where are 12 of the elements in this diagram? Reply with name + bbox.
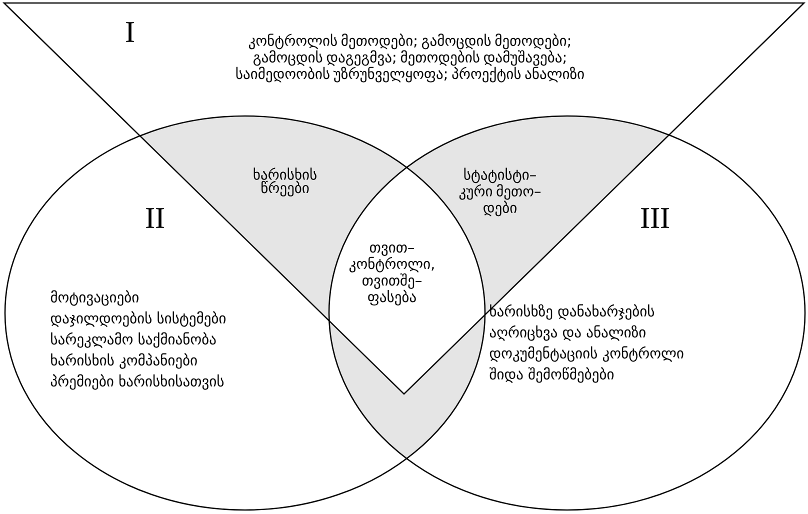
- list-item: დაჯილდოების სისტემები: [50, 311, 226, 327]
- list-item: შიდა შემოწმებები: [490, 367, 614, 383]
- list-item: სარეკლამო საქმიანობა: [51, 332, 216, 348]
- list-item: ხარისხზე დანახარჯების: [490, 304, 654, 320]
- list-item: პრემიები ხარისხისათვის: [50, 374, 224, 390]
- list-item: ხარისხის კომპანიები: [51, 353, 197, 369]
- list-item: დოკუმენტაციის კონტროლი: [490, 346, 684, 362]
- region-label: ხარისხის წრეები: [254, 168, 316, 196]
- region-label: თვით– კონტროლი, თვითშე– ფასება: [349, 244, 434, 306]
- list-item: მოტივაციები: [50, 290, 138, 306]
- list-item: აღრიცხვა და ანალიზი: [490, 325, 646, 341]
- description-text: კონტროლის მეთოდები; გამოცდის მეთოდები; გამოცდის დაგეგმვა; მეთოდების დამუშავება; საიმედოობის უზრუნველყოფა; პროექტის ანალიზი: [236, 34, 584, 82]
